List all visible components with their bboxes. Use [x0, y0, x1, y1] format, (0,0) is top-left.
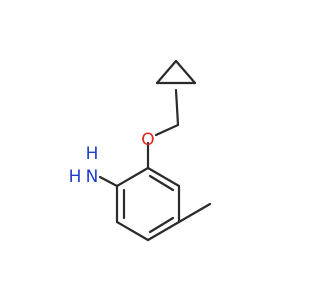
- ring-double-bond-c4-c5-inner: [148, 216, 175, 234]
- ring-bond-c5-c6: [115, 220, 150, 242]
- amine-hydrogen-subscript-label: H: [69, 167, 82, 187]
- oxygen-atom-label: O: [141, 130, 154, 150]
- ch2-to-oxygen-bond: [154, 123, 180, 137]
- molecule-structure: O N H H: [69, 59, 212, 242]
- ring-double-bond-c2-c3-inner: [148, 174, 175, 192]
- methyl-bond: [177, 202, 212, 224]
- cyclopropyl-bond-top-right: [174, 59, 197, 85]
- cyclopropyl-to-ch2-bond: [174, 88, 180, 127]
- amine-hydrogen-label: H: [86, 144, 99, 164]
- ring-bond-c2-c3: [146, 166, 181, 188]
- ring-bond-c1-c2: [115, 166, 150, 188]
- nitrogen-atom-label: N: [86, 167, 99, 187]
- cyclopropyl-bond-top-left: [155, 59, 178, 85]
- amine-bond: [98, 175, 119, 188]
- ring-bond-c4-c5: [146, 220, 181, 242]
